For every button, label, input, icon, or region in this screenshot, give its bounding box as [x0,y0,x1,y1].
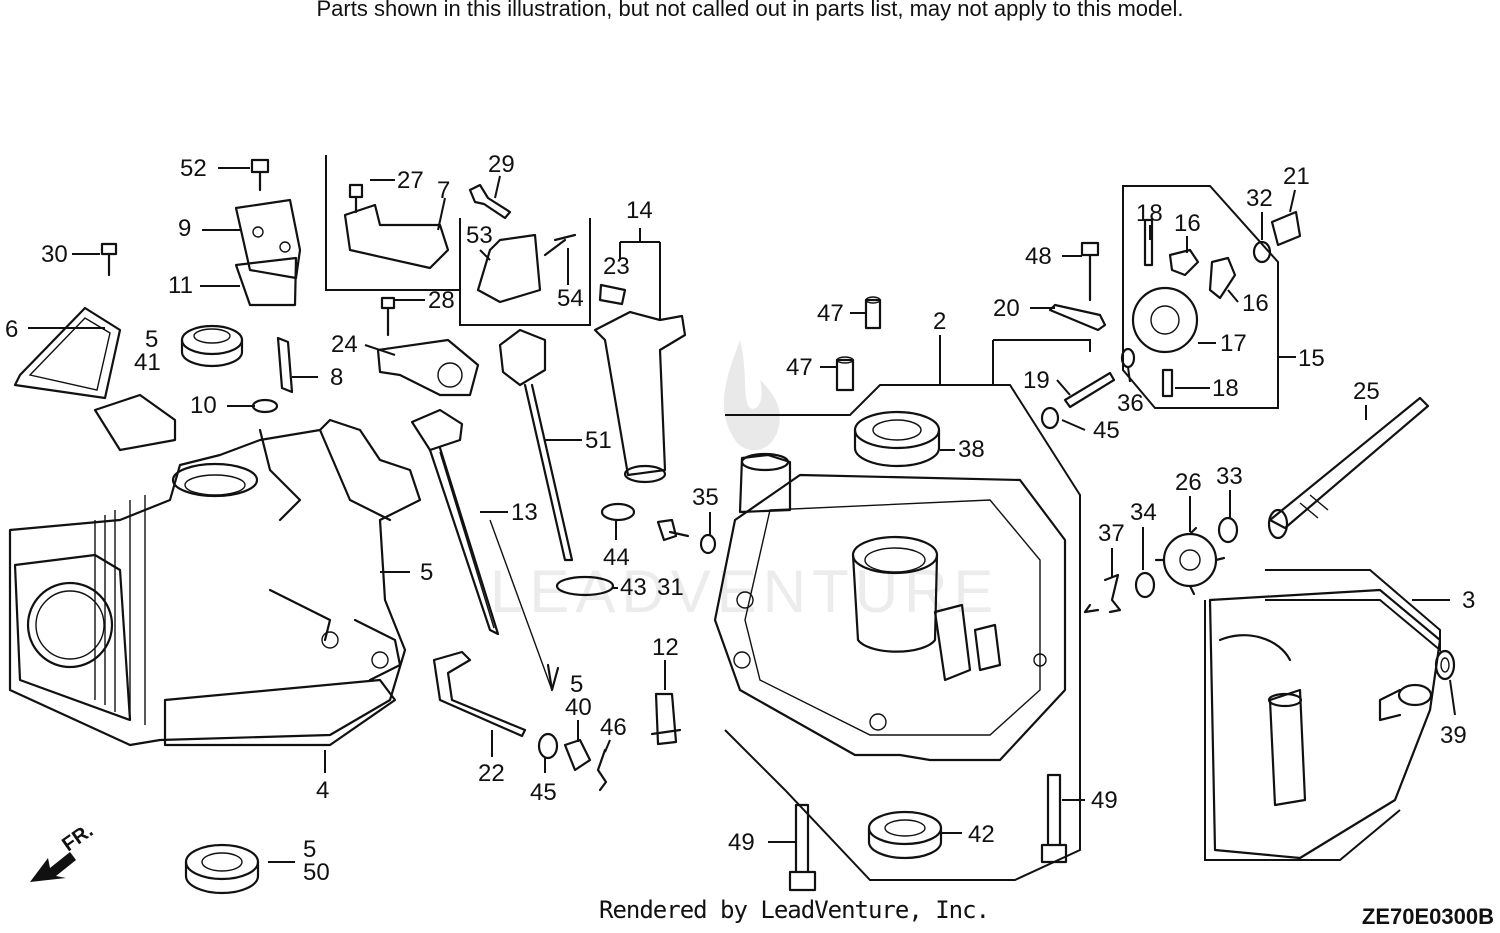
callout-7: 7 [437,177,450,204]
gasket-6 [13,306,122,400]
callout-18a: 18 [1136,200,1163,227]
callout-5d: 5 [303,836,316,863]
callout-21: 21 [1283,163,1310,190]
camshaft-parts [1083,396,1430,614]
callout-9: 9 [178,215,191,242]
callout-37: 37 [1098,520,1125,547]
callout-48: 48 [1025,243,1052,270]
callout-36: 36 [1117,390,1144,417]
callout-29: 29 [488,151,515,178]
callout-5b: 5 [420,559,433,586]
callout-20: 20 [993,295,1020,322]
callout-6: 6 [5,316,18,343]
callout-2: 2 [933,308,946,335]
diagram-code: ZE70E0300B [1361,904,1494,929]
callout-30: 30 [41,241,68,268]
callout-47b: 47 [786,354,813,381]
callout-45b: 45 [1093,417,1120,444]
front-arrow-icon: FR. [30,820,97,882]
callout-5a: 5 [145,326,158,353]
callout-5c: 5 [570,671,583,698]
callout-33: 33 [1216,463,1243,490]
leader-lines [28,167,1456,863]
callout-49a: 49 [1091,787,1118,814]
callout-23: 23 [603,253,630,280]
callout-42: 42 [968,821,995,848]
callout-25: 25 [1353,378,1380,405]
watermark-text: LEADVENTURE [490,558,999,625]
callout-34: 34 [1130,499,1157,526]
callout-38: 38 [958,436,985,463]
callout-3: 3 [1462,587,1475,614]
callout-32: 32 [1246,185,1273,212]
callout-40: 40 [565,694,592,721]
callout-26: 26 [1175,469,1202,496]
callout-4: 4 [316,777,329,804]
watermark: LEADVENTURE [490,340,999,625]
crankcase-cover [713,452,1067,762]
callout-labels: 52 27 7 29 14 9 53 23 30 54 11 28 6 5 41… [5,151,1475,886]
callout-14: 14 [626,197,653,224]
callout-41: 41 [134,349,161,376]
callout-11: 11 [168,272,193,299]
callout-46: 46 [600,714,627,741]
assembly-boundaries [325,155,1441,881]
callout-52: 52 [180,155,207,182]
callout-39: 39 [1440,722,1467,749]
callout-47a: 47 [817,300,844,327]
callout-16a: 16 [1174,210,1201,237]
callout-18b: 18 [1212,375,1239,402]
callout-13: 13 [511,499,538,526]
callout-28: 28 [428,287,455,314]
callout-22: 22 [478,760,505,787]
callout-8: 8 [330,364,343,391]
callout-43: 43 [620,574,647,601]
callout-45a: 45 [530,779,557,806]
callout-35: 35 [692,484,719,511]
bearing-50 [184,843,260,895]
callout-51: 51 [585,427,612,454]
callout-17: 17 [1220,330,1247,357]
dipstick-parts [410,310,717,792]
diagram-notice: Parts shown in this illustration, but no… [316,0,1184,21]
engine-block [8,393,422,747]
callout-53: 53 [466,222,493,249]
callout-27: 27 [397,167,424,194]
callout-31: 31 [657,574,684,601]
callout-49b: 49 [728,829,755,856]
front-label: FR. [58,820,97,857]
crankcase-right [1208,588,1456,860]
callout-24: 24 [331,331,358,358]
callout-54: 54 [557,285,584,312]
credit-line: Rendered by LeadVenture, Inc. [599,896,990,924]
callout-16b: 16 [1242,290,1269,317]
bearings-center [788,296,1068,892]
callout-50: 50 [303,859,330,886]
callout-12: 12 [652,634,679,661]
callout-15: 15 [1298,345,1325,372]
callout-44: 44 [603,544,630,571]
callout-19: 19 [1023,367,1050,394]
callout-10: 10 [190,392,217,419]
